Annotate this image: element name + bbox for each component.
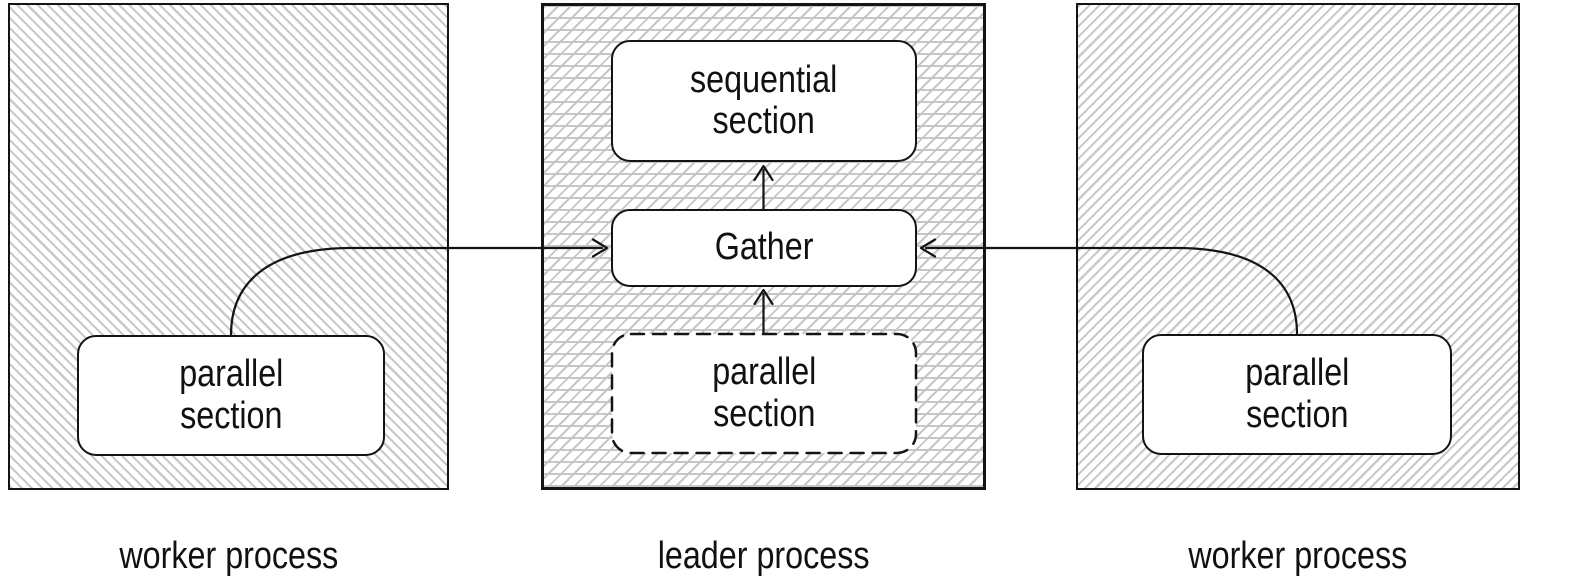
edge-right-parallel-to-gather <box>924 246 1299 336</box>
worker-process-caption-right: worker process <box>1076 530 1520 582</box>
sequential-section-label: sequential section <box>690 58 838 142</box>
sequential-section-node: sequential section <box>611 40 917 162</box>
left-parallel-section-label: parallel section <box>178 353 284 437</box>
right-parallel-section-label: parallel section <box>1244 352 1350 436</box>
leader-process-caption-text: leader process <box>657 534 870 577</box>
edge-left-arrowhead <box>591 238 609 258</box>
gather-label: Gather <box>714 226 814 269</box>
edge-right-arrowhead <box>919 238 937 258</box>
left-parallel-section-node: parallel section <box>77 335 385 456</box>
worker-process-caption-left: worker process <box>8 530 449 582</box>
leader-process-caption: leader process <box>541 530 986 582</box>
worker-process-caption-right-text: worker process <box>1188 534 1408 577</box>
worker-process-caption-left-text: worker process <box>118 534 338 577</box>
gather-node: Gather <box>611 209 917 287</box>
edge-parallel-to-gather-arrowhead <box>753 288 774 306</box>
right-parallel-section-node: parallel section <box>1142 334 1452 455</box>
leader-parallel-section-label: parallel section <box>711 351 817 435</box>
edge-left-parallel-to-gather <box>229 246 604 337</box>
dashed-parallel-section-outline <box>610 332 918 455</box>
leader-parallel-section-node: parallel section <box>611 333 917 454</box>
edge-gather-to-sequential-arrowhead <box>753 164 774 182</box>
